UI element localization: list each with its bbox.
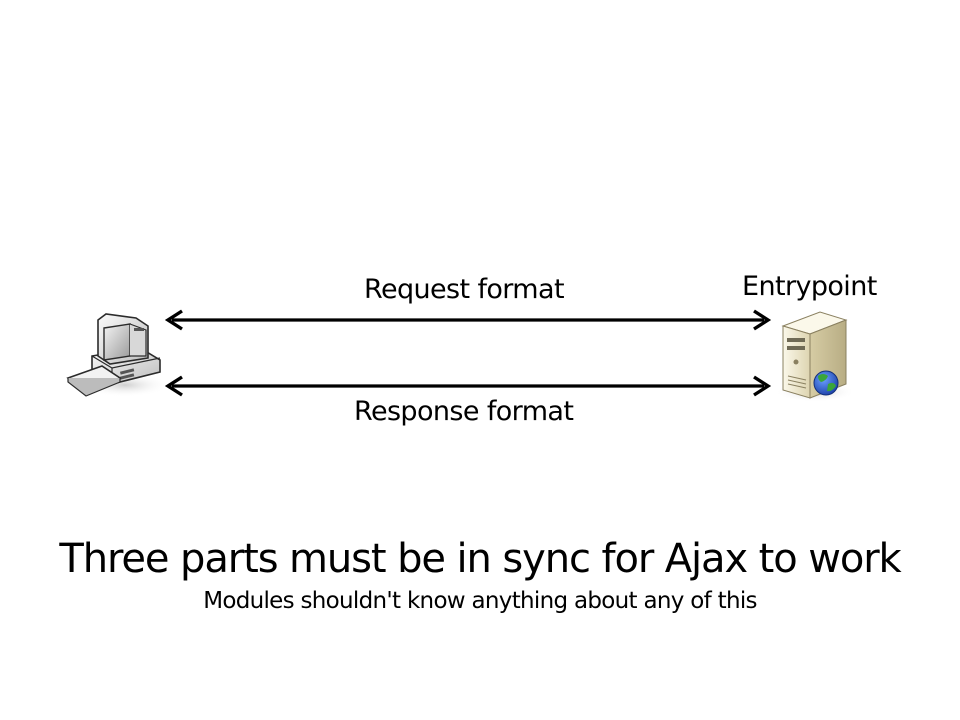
response-arrow	[164, 375, 772, 397]
desktop-computer-icon	[66, 313, 170, 397]
server-globe-icon	[775, 311, 855, 402]
caption-subtitle: Modules shouldn't know anything about an…	[203, 588, 757, 614]
entrypoint-label: Entrypoint	[742, 271, 877, 302]
caption-title: Three parts must be in sync for Ajax to …	[59, 536, 901, 582]
request-format-label: Request format	[364, 274, 565, 305]
globe-icon	[813, 370, 839, 396]
response-format-label: Response format	[354, 396, 574, 427]
request-arrow	[164, 309, 772, 331]
